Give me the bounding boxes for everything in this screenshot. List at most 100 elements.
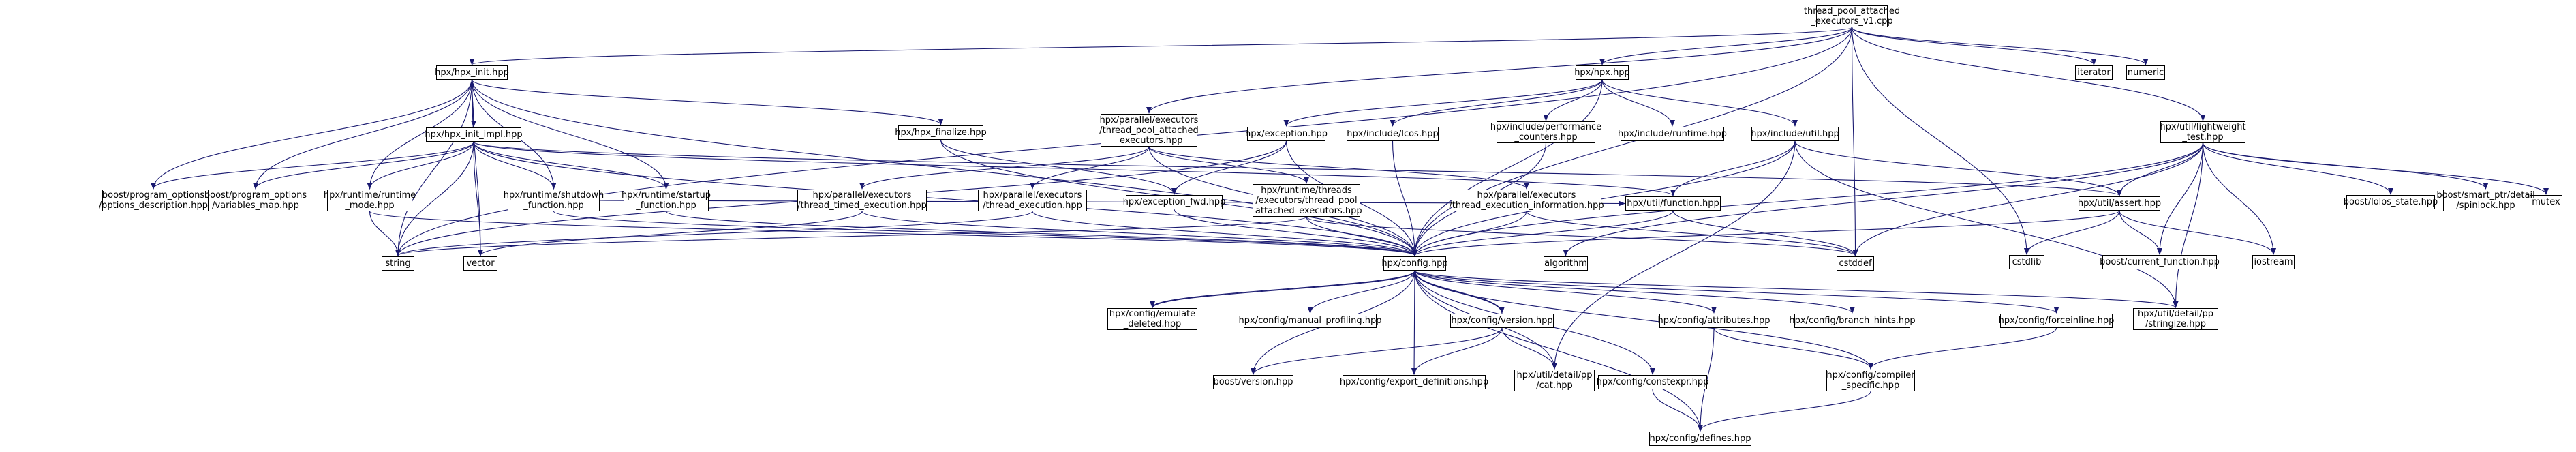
edge-thread_exec_info-to-config [1412,211,1527,256]
edge-root-to-iterator [1851,27,2097,65]
node-config-forceinline-hpp[interactable]: hpx/config/forceinline.hpp [1999,314,2114,328]
edge-hpx_hpp-to-perf_counters [1543,79,1603,121]
node-numeric[interactable]: numeric [2126,65,2165,80]
edge-rt_threads_tpa-to-config [1306,216,1417,256]
node-cstdlib[interactable]: cstdlib [2009,255,2044,269]
node-include-util-hpp[interactable]: hpx/include/util.hpp [1751,127,1839,141]
edge-hpx_init_impl-to-string [395,141,474,256]
edge-util_function-to-config [1412,210,1674,256]
node-thread-timed-execution-hpp[interactable]: hpx/parallel/executors/thread_timed_exec… [797,190,927,211]
node-exception-hpp[interactable]: hpx/exception.hpp [1245,127,1328,141]
node-config-manual-profiling-hpp[interactable]: hpx/config/manual_profiling.hpp [1239,314,1381,328]
edge-config_version-to-export_defs [1411,327,1503,375]
node-runtime-mode-hpp[interactable]: hpx/runtime/runtime_mode.hpp [323,190,416,211]
edge-hpx_init_impl-to-util_assert [473,141,2122,196]
node-startup-function-hpp[interactable]: hpx/runtime/startup_function.hpp [622,190,711,211]
node-options-description-hpp[interactable]: boost/program_options/options_descriptio… [99,190,208,211]
edge-config-to-manual_profiling [1307,270,1415,314]
edge-hpx_init_impl-to-var_map [253,141,474,190]
node-variables-map-hpp[interactable]: boost/program_options/variables_map.hpp [204,190,307,211]
edge-hpx_init-to-vector [471,79,483,256]
edge-shutdown_fn-to-config [553,211,1417,256]
edge-hpx_init-to-string [395,79,473,256]
node-util-assert-hpp[interactable]: hpx/util/assert.hpp [2078,196,2161,211]
edge-root-to-cstdlib [1851,27,2029,255]
node-util-detail-pp-cat-hpp[interactable]: hpx/util/detail/pp/cat.hpp [1514,370,1595,391]
node-hpx-init-hpp[interactable]: hpx/hpx_init.hpp [435,65,509,80]
edge-hpx_init-to-hpx_finalize [471,79,944,125]
node-boost-lolos-state-hpp[interactable]: boost/lolos_state.hpp [2344,195,2438,209]
node-algorithm[interactable]: algorithm [1544,256,1588,271]
node-iostream[interactable]: iostream [2252,255,2295,269]
edge-attributes-to-defines [1698,327,1715,432]
edge-hpx_init_impl-to-vector [473,141,483,256]
node-thread-pool-attached-executors-hpp[interactable]: hpx/parallel/executors/thread_pool_attac… [1099,114,1199,147]
node-thread-execution-information-hpp[interactable]: hpx/parallel/executors/thread_execution_… [1449,190,1604,211]
node-include-lcos-hpp[interactable]: hpx/include/lcos.hpp [1347,127,1439,141]
edge-hpx_init_impl-to-runtime_mode [367,141,474,190]
edge-lightweight_test-to-boost_current_fn [2157,142,2204,255]
edge-lcos-to-config [1392,140,1417,256]
node-thread-execution-hpp[interactable]: hpx/parallel/executors/thread_execution.… [978,190,1087,211]
edge-config-to-export_defs [1411,270,1417,375]
edge-tpa_executors-to-rt_threads_tpa [1148,146,1309,184]
node-config-version-hpp[interactable]: hpx/config/version.hpp [1450,314,1554,328]
edge-config-to-attributes [1414,270,1717,314]
node-config-defines-hpp[interactable]: hpx/config/defines.hpp [1649,432,1751,446]
node-hpx-hpp[interactable]: hpx/hpx.hpp [1574,65,1630,80]
node-util-function-hpp[interactable]: hpx/util/function.hpp [1625,196,1721,211]
node-iterator[interactable]: iterator [2075,65,2113,80]
edge-root-to-cstddef [1851,27,1858,256]
edge-config_version-to-boost_version [1251,327,1503,375]
edge-timed_exec-to-config [861,211,1417,256]
node-exception-fwd-hpp[interactable]: hpx/exception_fwd.hpp [1123,195,1225,209]
node-hpx-finalize-hpp[interactable]: hpx/hpx_finalize.hpp [895,125,987,140]
node-threads-thread-pool-attached-executors-hpp[interactable]: hpx/runtime/threads/executors/thread_poo… [1251,184,1362,217]
node-include-runtime-hpp[interactable]: hpx/include/runtime.hpp [1618,127,1727,141]
node-boost-version-hpp[interactable]: boost/version.hpp [1213,375,1293,389]
node-mutex[interactable]: mutex [2530,195,2562,209]
node-hpx-config-hpp[interactable]: hpx/config.hpp [1381,256,1448,271]
edge-thread_exec-to-string [395,211,1033,256]
edge-root-to-numeric [1851,27,2149,65]
node-boost-current-function-hpp[interactable]: boost/current_function.hpp [2100,255,2220,269]
node-vector[interactable]: vector [463,256,497,271]
edge-lightweight_test-to-cstddef [1852,142,2204,256]
edge-lightweight_test-to-boost_lolos [2202,142,2393,195]
edge-rt_threads_tpa-to-cstddef [1306,216,1858,256]
node-cstddef[interactable]: cstddef [1837,256,1874,271]
edge-config_version-to-config [1412,271,1503,314]
edge-util_assert-to-config [1412,210,2120,256]
edge-attributes-to-compiler_specific [1713,327,1873,370]
node-shutdown-function-hpp[interactable]: hpx/runtime/shutdown_function.hpp [503,190,604,211]
edge-hpx_init-to-opt_desc [151,79,473,190]
edge-include_util-to-config [1412,140,1796,256]
node-boost-spinlock-hpp[interactable]: boost/smart_ptr/detail/spinlock.hpp [2436,190,2535,211]
node-util-lightweight-test-hpp[interactable]: hpx/util/lightweight_test.hpp [2160,121,2246,143]
edge-root-to-config [1412,27,1853,256]
edge-emulate_deleted-to-config [1152,271,1417,309]
edge-tpa_executors-to-timed_exec [859,146,1150,190]
edge-util_assert-to-iostream [2119,210,2276,255]
node-config-attributes-hpp[interactable]: hpx/config/attributes.hpp [1657,314,1770,328]
node-util-detail-pp-stringize-hpp[interactable]: hpx/util/detail/pp/stringize.hpp [2133,308,2218,330]
node-hpx-init-impl-hpp[interactable]: hpx/hpx_init_impl.hpp [425,127,523,142]
node-config-export-definitions-hpp[interactable]: hpx/config/export_definitions.hpp [1340,375,1488,389]
node-config-branch-hints-hpp[interactable]: hpx/config/branch_hints.hpp [1789,314,1916,328]
edge-hpx_finalize-to-exception_fwd [940,139,1177,195]
node-thread-pool-attached-executors-v1-cpp[interactable]: thread_pool_attached_executors_v1.cpp [1803,5,1901,27]
edge-exception-to-exception_fwd [1171,140,1287,195]
node-config-compiler-specific-hpp[interactable]: hpx/config/compiler_specific.hpp [1826,370,1915,391]
edge-thread_exec-to-config [1032,211,1417,256]
edge-include_util-to-util_assert [1794,140,2122,196]
node-config-constexpr-hpp[interactable]: hpx/config/constexpr.hpp [1597,375,1708,389]
edge-lightweight_test-to-iostream [2202,142,2276,255]
edge-hpx_init-to-config [471,79,1417,256]
node-include-performance-counters-hpp[interactable]: hpx/include/performance_counters.hpp [1490,121,1602,143]
node-string[interactable]: string [382,256,414,271]
edge-config-to-stringize [1414,270,2179,308]
edge-startup_fn-to-config [665,211,1417,256]
node-config-emulate-deleted-hpp[interactable]: hpx/config/emulate_deleted.hpp [1107,308,1197,330]
edge-config-to-branch_hints [1414,270,1855,314]
